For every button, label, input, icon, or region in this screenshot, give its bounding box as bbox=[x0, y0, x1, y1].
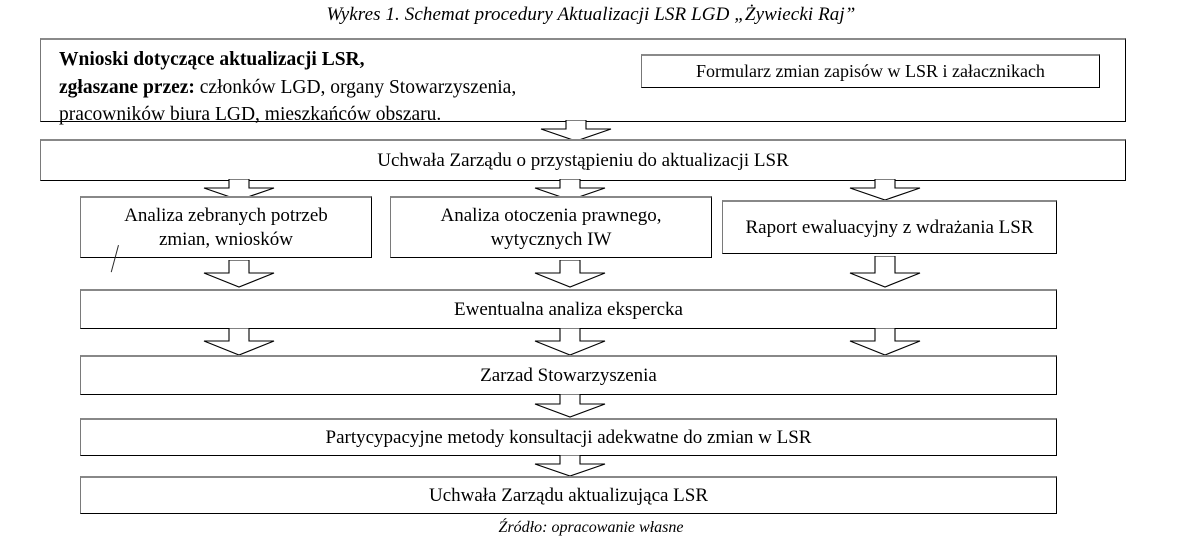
node-wnioski-line2: zgłaszane przez: członków LGD, organy St… bbox=[59, 76, 517, 98]
connector-arrow-down bbox=[849, 256, 921, 288]
connector-arrow-down bbox=[534, 260, 606, 288]
connector-arrow-down bbox=[534, 179, 606, 201]
connector-arrow-down bbox=[203, 179, 275, 201]
connector-arrow-down bbox=[534, 328, 606, 356]
node-uchwala-przystapienie-label: Uchwała Zarządu o przystąpieniu do aktua… bbox=[377, 149, 789, 171]
node-uchwala-aktualizujaca: Uchwała Zarządu aktualizująca LSR bbox=[80, 476, 1057, 514]
connector-arrow-down bbox=[849, 179, 921, 201]
node-raport-ewaluacyjny-label: Raport ewaluacyjny z wdrażania LSR bbox=[745, 216, 1034, 238]
node-formularz: Formularz zmian zapisów w LSR i załaczni… bbox=[641, 54, 1100, 88]
connector-arrow-down bbox=[534, 394, 606, 418]
node-analiza-otoczenia-line1: Analiza otoczenia prawnego, bbox=[440, 204, 662, 226]
node-formularz-label: Formularz zmian zapisów w LSR i załaczni… bbox=[696, 61, 1045, 81]
node-uchwala-przystapienie: Uchwała Zarządu o przystąpieniu do aktua… bbox=[40, 139, 1126, 181]
node-wnioski-line1: Wnioski dotyczące aktualizacji LSR, bbox=[59, 49, 365, 70]
node-wnioski-line3: pracowników biura LGD, mieszkańców obsza… bbox=[59, 104, 442, 126]
node-wnioski-text: Wnioski dotyczące aktualizacji LSR, zgła… bbox=[59, 46, 516, 129]
figure-source: Źródło: opracowanie własne bbox=[498, 519, 684, 536]
node-analiza-ekspercka-label: Ewentualna analiza ekspercka bbox=[454, 298, 683, 320]
node-raport-ewaluacyjny: Raport ewaluacyjny z wdrażania LSR bbox=[722, 200, 1057, 254]
node-uchwala-aktualizujaca-label: Uchwała Zarządu aktualizująca LSR bbox=[428, 484, 709, 506]
node-zarzad-label: Zarzad Stowarzyszenia bbox=[480, 364, 657, 386]
figure-title: Wykres 1. Schemat procedury Aktualizacji… bbox=[326, 4, 856, 25]
node-analiza-potrzeb-text: Analiza zebranych potrzeb zmian, wnioskó… bbox=[124, 204, 328, 252]
connector-arrow-down bbox=[534, 455, 606, 477]
node-partycypacyjne-label: Partycypacyjne metody konsultacji adekwa… bbox=[325, 426, 812, 448]
node-analiza-otoczenia-text: Analiza otoczenia prawnego, wytycznych I… bbox=[440, 204, 661, 252]
node-partycypacyjne: Partycypacyjne metody konsultacji adekwa… bbox=[80, 418, 1057, 456]
connector-arrow-down bbox=[203, 328, 275, 356]
node-analiza-potrzeb-line1: Analiza zebranych potrzeb bbox=[124, 204, 328, 226]
node-zarzad: Zarzad Stowarzyszenia bbox=[80, 355, 1057, 395]
node-analiza-potrzeb: Analiza zebranych potrzeb zmian, wnioskó… bbox=[80, 196, 372, 258]
connector-arrow-down bbox=[540, 120, 612, 142]
connector-arrow-down bbox=[203, 260, 275, 288]
connector-arrow-down bbox=[849, 328, 921, 356]
node-analiza-otoczenia-line2: wytycznych IW bbox=[490, 228, 612, 250]
node-analiza-otoczenia: Analiza otoczenia prawnego, wytycznych I… bbox=[390, 196, 712, 258]
node-analiza-potrzeb-line2: zmian, wniosków bbox=[158, 228, 294, 250]
node-analiza-ekspercka: Ewentualna analiza ekspercka bbox=[80, 289, 1057, 329]
